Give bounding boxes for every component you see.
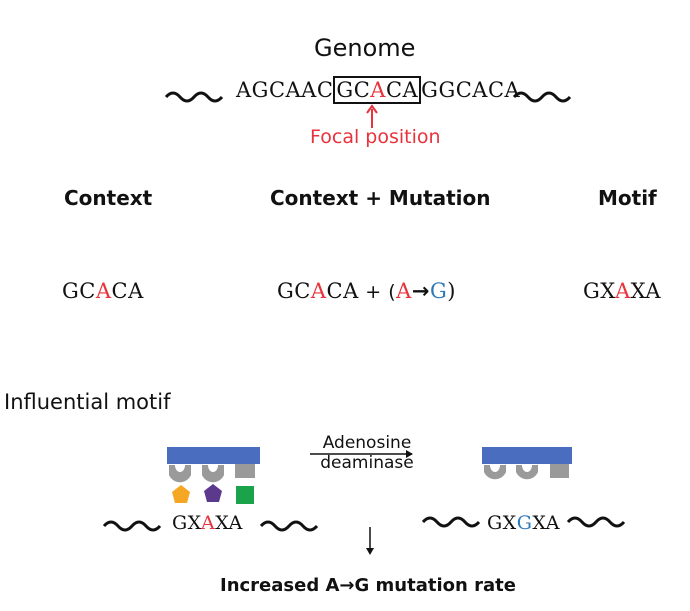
dna-wave-right-bottom-a xyxy=(421,516,481,528)
cm-to: G xyxy=(429,279,448,303)
context-mutation-sequence: GCACA + (A→G) xyxy=(277,279,456,303)
protein-block-right xyxy=(482,447,572,464)
dna-wave-left-top xyxy=(164,91,224,103)
result-arrow-head xyxy=(366,548,374,555)
dna-wave-left-bottom-b xyxy=(259,520,319,532)
influential-seq-before: GXAXA xyxy=(172,512,243,534)
dna-wave-right-top xyxy=(512,91,572,103)
pocket-right-2 xyxy=(516,465,538,480)
green-square xyxy=(236,486,254,504)
after-focal: G xyxy=(516,512,533,534)
cm-arrow: → xyxy=(411,279,430,303)
context-pre: GC xyxy=(62,279,96,303)
pocket-left-1 xyxy=(169,465,191,483)
motif-sequence: GXAXA xyxy=(583,279,661,303)
cm-focal: A xyxy=(310,279,327,303)
seq-right: GGCACA xyxy=(421,78,521,102)
pocket-right-3 xyxy=(550,464,569,478)
pocket-right-1 xyxy=(484,465,506,480)
seq-box-focal: A xyxy=(370,78,386,102)
seq-box-post: CA xyxy=(385,78,419,102)
after-post: XA xyxy=(532,512,560,534)
after-pre: GX xyxy=(487,512,517,534)
before-pre: GX xyxy=(172,512,202,534)
cm-plus: + ( xyxy=(358,281,397,303)
seq-box-pre: GC xyxy=(336,78,371,102)
header-motif: Motif xyxy=(598,186,657,210)
header-context-mutation: Context + Mutation xyxy=(270,186,491,210)
context-focal: A xyxy=(95,279,112,303)
motif-focal: A xyxy=(614,279,631,303)
cm-post: CA xyxy=(326,279,359,303)
enzyme-label-top: Adenosine xyxy=(322,433,412,453)
cm-pre: GC xyxy=(277,279,311,303)
protein-block-left xyxy=(167,447,260,464)
dna-wave-right-bottom-b xyxy=(566,516,626,528)
focal-window-box: GCACA xyxy=(333,76,422,104)
enzyme-label-bottom: deaminase xyxy=(320,453,414,473)
cm-from: A xyxy=(396,279,412,303)
header-context: Context xyxy=(64,186,153,210)
focal-position-label: Focal position xyxy=(310,126,441,148)
result-label: Increased A→G mutation rate xyxy=(220,575,516,596)
purple-pentagon xyxy=(204,484,222,502)
context-post: CA xyxy=(111,279,144,303)
motif-pre: GX xyxy=(583,279,615,303)
influential-motif-label: Influential motif xyxy=(4,390,171,414)
dna-wave-left-bottom-a xyxy=(102,520,162,532)
orange-pentagon xyxy=(172,485,190,503)
context-sequence: GCACA xyxy=(62,279,144,303)
before-focal: A xyxy=(201,512,216,534)
enzyme-arrow-head xyxy=(406,450,413,458)
enzyme-label: Adenosine deaminase xyxy=(312,433,422,473)
seq-left: AGCAAC xyxy=(236,78,334,102)
pocket-left-3 xyxy=(235,464,255,478)
motif-post: XA xyxy=(630,279,662,303)
cm-close: ) xyxy=(447,279,456,303)
genome-title: Genome xyxy=(314,34,416,62)
before-post: XA xyxy=(215,512,243,534)
focal-arrow-head xyxy=(366,104,378,114)
pocket-left-2 xyxy=(202,465,224,483)
influential-seq-after: GXGXA xyxy=(487,512,560,534)
